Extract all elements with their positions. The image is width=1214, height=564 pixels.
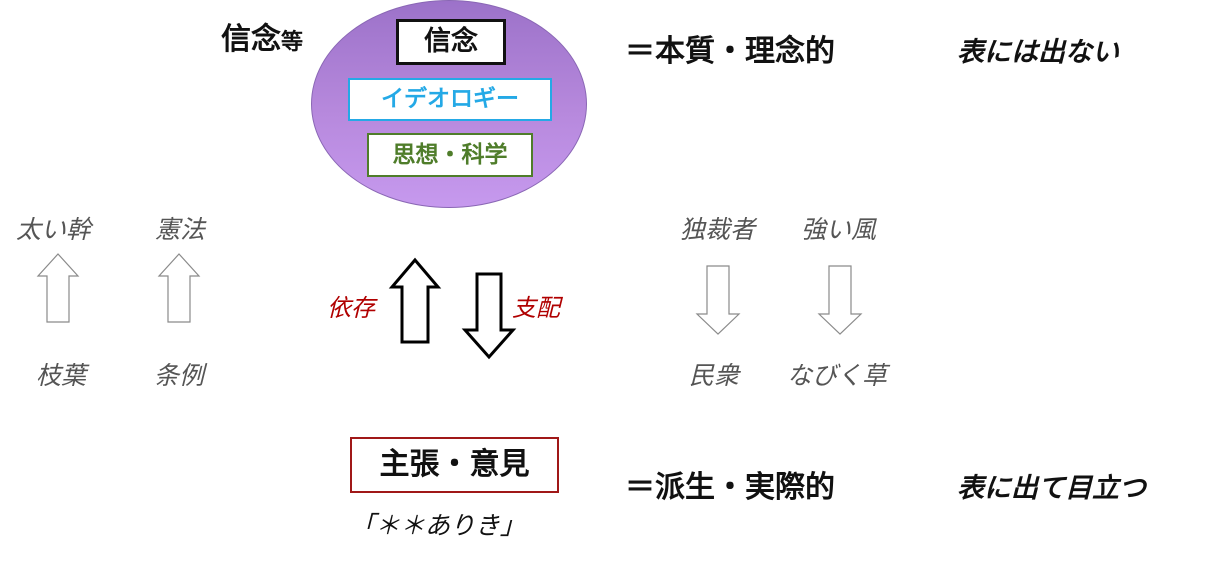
right-bottom-label-1: 民衆: [689, 361, 740, 390]
premise-quote: 「＊＊ありき」: [350, 511, 526, 540]
left-top-label-1: 太い幹: [16, 215, 92, 244]
ideology-box: イデオロギー: [348, 78, 552, 121]
thought-science-box: 思想・科学: [367, 133, 533, 177]
down-arrow-icon: [695, 265, 741, 335]
diagram-title: 信念等: [221, 14, 303, 58]
title-main-text: 信念: [221, 22, 281, 57]
claim-opinion-box: 主張・意見: [350, 437, 559, 493]
dependence-up-arrow-icon: [388, 257, 442, 344]
belief-box: 信念: [396, 19, 506, 65]
up-arrow-icon: [36, 253, 80, 323]
left-bottom-label-2: 条例: [154, 361, 205, 390]
up-arrow-icon: [157, 253, 201, 323]
title-suffix-text: 等: [281, 30, 304, 55]
domination-label: 支配: [512, 294, 560, 322]
visible-note: 表に出て目立つ: [957, 473, 1146, 504]
left-bottom-label-1: 枝葉: [36, 361, 87, 390]
essence-statement: ＝本質・理念的: [625, 34, 835, 69]
left-top-label-2: 憲法: [155, 215, 206, 244]
hidden-note: 表には出ない: [957, 37, 1119, 68]
domination-down-arrow-icon: [461, 272, 517, 360]
right-top-label-1: 独裁者: [680, 215, 756, 244]
right-top-label-2: 強い風: [801, 215, 877, 244]
right-bottom-label-2: なびく草: [787, 361, 888, 390]
down-arrow-icon: [817, 265, 863, 335]
dependence-label: 依存: [327, 294, 375, 322]
derived-statement: ＝派生・実際的: [625, 470, 835, 505]
